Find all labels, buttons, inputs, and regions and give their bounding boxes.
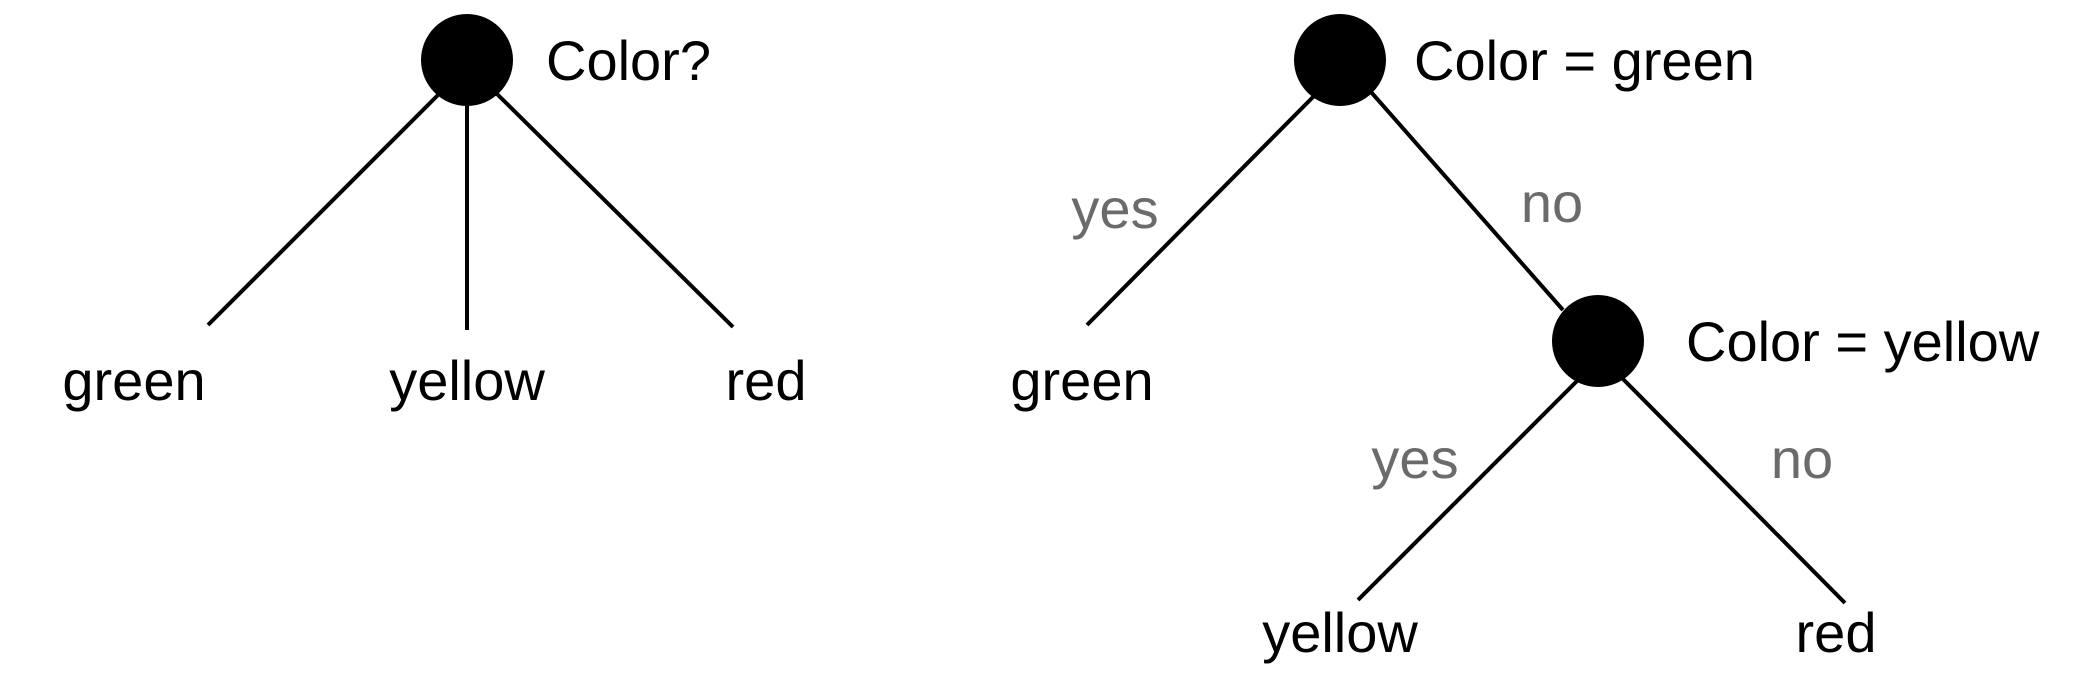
edge-yellow-yes	[1356, 378, 1580, 602]
edge-label-yes-1: yes	[1071, 177, 1158, 240]
node-label-color: Color?	[546, 29, 711, 92]
leaf-label-yellow: yellow	[389, 349, 545, 412]
leaf-label-yellow: yellow	[1262, 601, 1418, 664]
edge-root-to-red	[494, 91, 735, 329]
decision-node-color-green	[1294, 14, 1386, 106]
leaf-label-red: red	[726, 349, 807, 412]
decision-node-color	[421, 14, 513, 106]
node-label-color-yellow: Color = yellow	[1686, 310, 2040, 373]
edge-root-to-green	[206, 93, 440, 327]
leaf-label-green: green	[62, 349, 205, 412]
edge-label-no-1: no	[1521, 171, 1583, 234]
edge-green-no	[1369, 90, 1565, 312]
decision-node-color-yellow	[1552, 295, 1644, 387]
leaf-label-red: red	[1796, 601, 1877, 664]
edge-label-yes-2: yes	[1371, 427, 1458, 490]
edge-yellow-no	[1620, 376, 1847, 605]
node-label-color-green: Color = green	[1414, 29, 1755, 92]
leaf-label-green: green	[1010, 349, 1153, 412]
edge-green-yes	[1085, 93, 1317, 327]
multiway-tree: Color? green yellow red	[62, 14, 806, 412]
binary-tree: Color = green Color = yellow yes no yes …	[1010, 14, 2040, 664]
edge-label-no-2: no	[1771, 427, 1833, 490]
